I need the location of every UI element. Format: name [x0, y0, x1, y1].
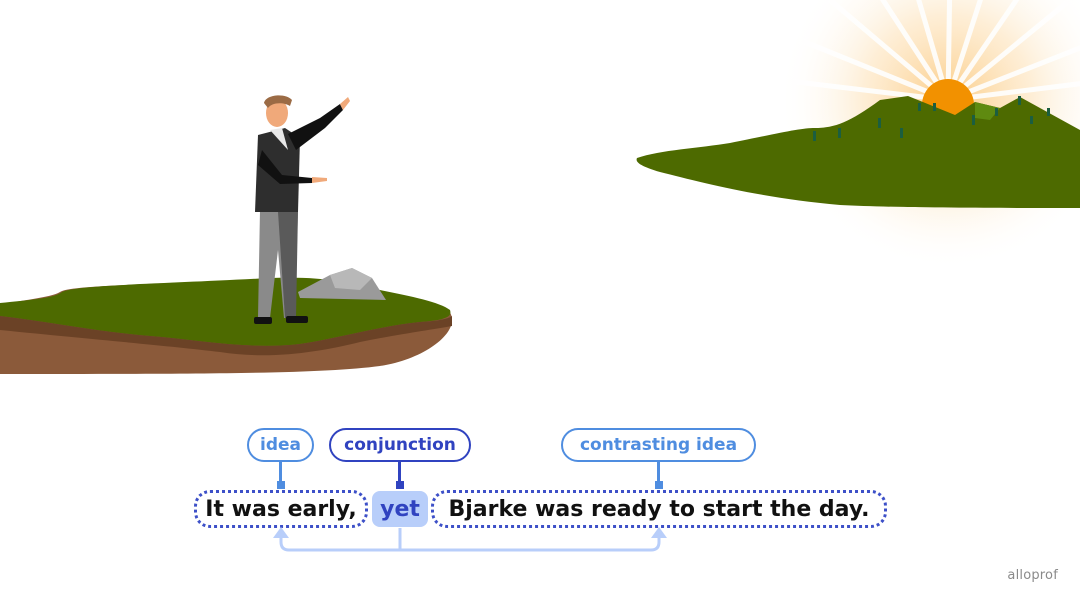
label-conjunction-text: conjunction [344, 435, 456, 455]
connector-idea [279, 461, 282, 483]
connector-conjunction-end [396, 481, 404, 489]
man-figure [254, 95, 350, 324]
trees [813, 96, 1050, 141]
arrow-head-contrasting-idea [651, 527, 667, 538]
arrow-head-idea [273, 527, 289, 538]
segment-contrasting-idea: Bjarke was ready to start the day. [431, 490, 887, 528]
sunrise-hills [636, 0, 1080, 270]
segment-idea-text: It was early, [205, 496, 357, 522]
label-conjunction: conjunction [329, 428, 471, 462]
sun-rays [779, 0, 1080, 103]
connector-conjunction [398, 461, 401, 483]
alloprof-logo: alloprof [1007, 568, 1058, 583]
cliff [0, 268, 452, 374]
segment-contrasting-idea-text: Bjarke was ready to start the day. [448, 496, 870, 522]
connector-contrasting-idea-end [655, 481, 663, 489]
segment-idea: It was early, [194, 490, 368, 528]
label-idea: idea [247, 428, 314, 462]
label-contrasting-idea-text: contrasting idea [579, 435, 738, 455]
segment-conjunction: yet [372, 491, 428, 527]
segment-conjunction-text: yet [380, 496, 420, 522]
connector-idea-end [277, 481, 285, 489]
hills [636, 96, 1080, 208]
label-idea-text: idea [260, 435, 301, 455]
connector-contrasting-idea [657, 461, 660, 483]
